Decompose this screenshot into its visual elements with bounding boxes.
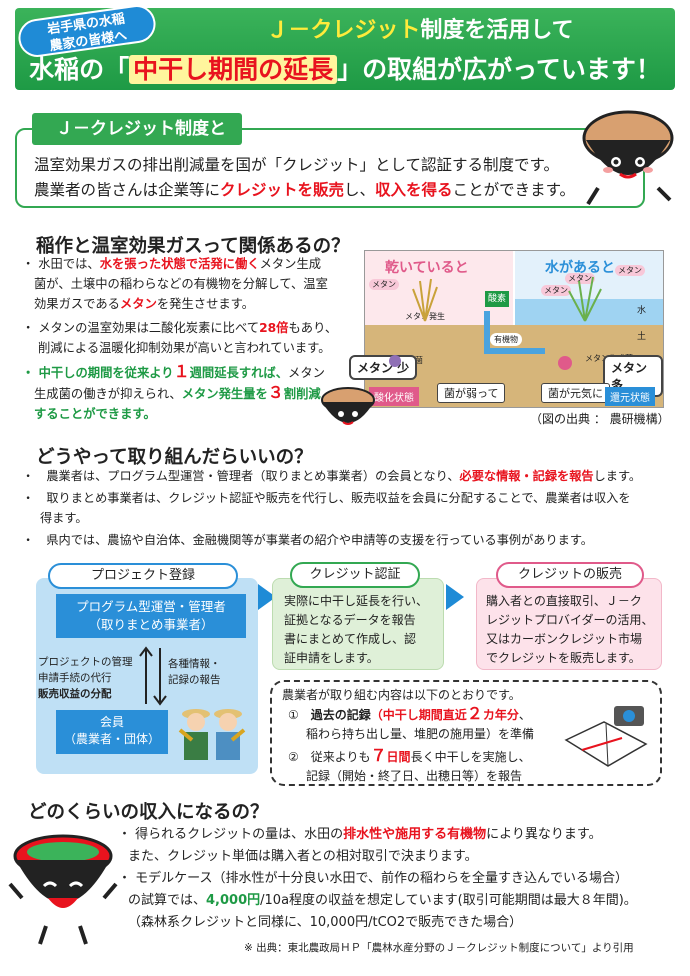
methane-diagram: 乾いていると 水があると 酸素 水 土 有機物 メタン発生 メタン メタン メタ… <box>349 250 664 408</box>
about-tab: Ｊ－クレジット制度とは <box>32 113 242 171</box>
happy-mascot <box>8 834 118 945</box>
farmer-tasks-box <box>270 680 662 786</box>
section3-text: ・ 得られるクレジットの量は、水田の排水性や施用する有機物により異なります。 ま… <box>118 827 637 930</box>
section1-text: ・ 水田では、水を張った状態で活発に働くメタン生成 菌が、土壌中の稲わらなどの有… <box>22 257 338 421</box>
page-title-line2: 水稲の「中干し期間の延長」の取組が広がっています！ <box>29 55 661 84</box>
updown-arrows-icon <box>139 646 167 706</box>
section2-title: どうやって取り組んだらいいの？ <box>36 447 313 468</box>
farmers-icon <box>178 709 246 760</box>
page-title-line1: Ｊ－クレジット制度を活用して <box>266 18 574 43</box>
rice-bowl-mascot <box>582 110 674 206</box>
certification-text: 実際に中干し延長を行い、証拠となるデータを報告書にまとめて作成し、認証申請をしま… <box>284 594 429 665</box>
about-line1: 温室効果ガスの排出削減量を国が「クレジット」として認証する制度です。 <box>34 156 559 174</box>
step-credit-sales: クレジットの販売 <box>496 562 644 588</box>
manager-box: プログラム型運営・管理者（取りまとめ事業者） <box>56 594 246 638</box>
farmer-tasks-list: ① 過去の記録（中干し期間直近２カ年分、 稲わら持ち出し量、堆肥の施用量）を準備… <box>288 704 535 783</box>
credit-certification-box <box>272 578 444 670</box>
income-source: ※ 出典：東北農政局ＨＰ「農林水産分野のＪ－クレジット制度について」より引用 <box>244 942 634 954</box>
member-box: 会員（農業者・団体） <box>56 710 168 754</box>
sales-text: 購入者との直接取引、Ｊ－クレジットプロバイダーの活用、又はカーボンクレジット市場… <box>486 594 654 665</box>
small-mascot <box>321 387 375 425</box>
arrow-right-icon <box>258 584 276 610</box>
notebook-camera-icon <box>564 706 648 767</box>
section3-title: どのくらいの収入になるの？ <box>28 802 269 823</box>
rice-plant-icons <box>389 276 602 370</box>
arrow-right-icon-2 <box>446 584 464 610</box>
credit-sales-box <box>476 578 662 670</box>
report-note: 各種情報・記録の報告 <box>168 658 221 686</box>
manager-roles: プロジェクトの管理申請手続の代行販売収益の分配 <box>38 656 133 700</box>
step-project-registration: プロジェクト登録 <box>48 563 238 589</box>
about-line2: 農業者の皆さんは企業等にクレジットを販売し、収入を得ることができます。 <box>34 181 576 199</box>
figure-source: （図の出典 ： 農研機構） <box>530 412 670 426</box>
section2-text: ・ 農業者は、プログラム型運営・管理者（取りまとめ事業者）の会員となり、必要な情… <box>22 469 642 547</box>
step-credit-certification: クレジット認証 <box>290 562 420 588</box>
farmer-tasks-title: 農業者が取り組む内容は以下のとおりです。 <box>282 688 521 702</box>
section1-title: 稲作と温室効果ガスって関係あるの？ <box>36 236 350 257</box>
